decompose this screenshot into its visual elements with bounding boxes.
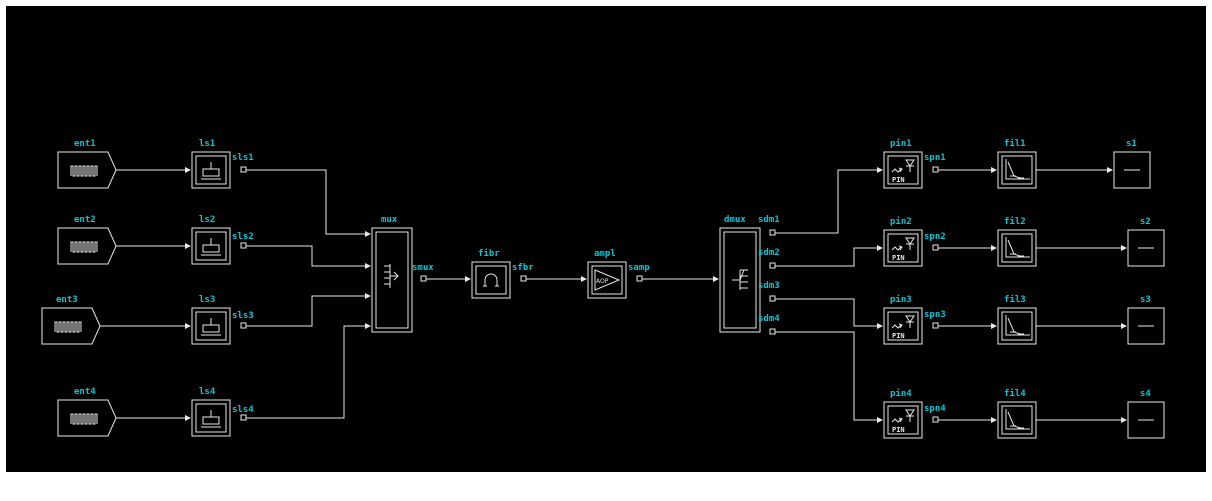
output-port[interactable] xyxy=(636,275,643,282)
demux-block[interactable]: dmux sdm1 sdm2 sdm3 sdm4 xyxy=(719,215,780,335)
filter-block-fil3[interactable]: fil3 xyxy=(997,294,1037,345)
sink-block-s3[interactable]: s3 xyxy=(1127,295,1165,345)
sink-label: s3 xyxy=(1140,295,1151,305)
source-block-ent3[interactable]: ent3 xyxy=(41,295,101,345)
source-label: ent3 xyxy=(56,295,78,305)
sink-label: s2 xyxy=(1140,217,1151,227)
photodiode-icon-text: PIN xyxy=(892,332,905,340)
output-port[interactable] xyxy=(932,416,939,423)
port-label: samp xyxy=(628,263,650,273)
port-label: sls2 xyxy=(232,232,254,242)
port-label: sdm3 xyxy=(758,281,780,291)
schematic-canvas: ent1 ent2 ent3 ent4 ls1 sls1 ls2 sls2 xyxy=(6,6,1206,472)
photodiode-block-pin3[interactable]: PIN pin3 spn3 xyxy=(883,294,946,345)
port-label: sls1 xyxy=(232,153,254,163)
laser-block-ls2[interactable]: ls2 sls2 xyxy=(191,215,254,265)
laser-block-ls3[interactable]: ls3 sls3 xyxy=(191,295,254,345)
sink-block-s2[interactable]: s2 xyxy=(1127,217,1165,267)
port-label: sls4 xyxy=(232,405,254,415)
laser-block-ls1[interactable]: ls1 sls1 xyxy=(191,139,254,189)
port-label: sls3 xyxy=(232,311,254,321)
laser-label: ls4 xyxy=(199,387,216,397)
photodiode-block-pin2[interactable]: PIN pin2 spn2 xyxy=(883,216,946,267)
sink-label: s4 xyxy=(1140,389,1151,399)
output-port[interactable] xyxy=(240,242,247,249)
photodiode-label: pin4 xyxy=(890,388,912,399)
sink-label: s1 xyxy=(1126,139,1137,149)
output-port[interactable] xyxy=(932,244,939,251)
port-label: spn2 xyxy=(924,232,946,242)
mux-block[interactable]: mux smux xyxy=(371,215,434,333)
photodiode-label: pin3 xyxy=(890,294,912,305)
output-port[interactable] xyxy=(240,414,247,421)
laser-label: ls1 xyxy=(199,139,215,149)
port-label: sdm1 xyxy=(758,215,780,225)
photodiode-icon-text: PIN xyxy=(892,176,905,184)
filter-label: fil3 xyxy=(1004,294,1026,305)
source-label: ent1 xyxy=(74,139,96,149)
output-port[interactable] xyxy=(420,275,427,282)
amplifier-label: ampl xyxy=(594,249,616,259)
port-label: sdm4 xyxy=(758,314,780,324)
output-port[interactable] xyxy=(240,322,247,329)
sink-block-s1[interactable]: s1 xyxy=(1113,139,1151,189)
fiber-label: fibr xyxy=(478,248,500,259)
output-port[interactable] xyxy=(769,229,776,236)
mux-label: mux xyxy=(381,215,398,225)
output-port[interactable] xyxy=(932,322,939,329)
port-label: spn1 xyxy=(924,153,946,163)
photodiode-block-pin1[interactable]: PIN pin1 spn1 xyxy=(883,138,946,189)
photodiode-icon-text: PIN xyxy=(892,254,905,262)
photodiode-block-pin4[interactable]: PIN pin4 spn4 xyxy=(883,388,946,439)
port-label: spn4 xyxy=(924,404,946,414)
output-port[interactable] xyxy=(769,328,776,335)
output-port[interactable] xyxy=(932,166,939,173)
output-port[interactable] xyxy=(520,275,527,282)
photodiode-icon-text: PIN xyxy=(892,426,905,434)
filter-block-fil1[interactable]: fil1 xyxy=(997,138,1037,189)
port-label: spn3 xyxy=(924,310,946,320)
output-port[interactable] xyxy=(240,166,247,173)
source-block-ent4[interactable]: ent4 xyxy=(57,387,117,437)
source-label: ent2 xyxy=(74,215,96,225)
amplifier-icon-text: AOP xyxy=(596,278,609,285)
fiber-block[interactable]: fibr sfbr xyxy=(471,248,534,299)
photodiode-label: pin1 xyxy=(890,138,912,149)
filter-label: fil2 xyxy=(1004,216,1026,227)
source-label: ent4 xyxy=(74,387,96,397)
source-block-ent2[interactable]: ent2 xyxy=(57,215,117,265)
filter-block-fil4[interactable]: fil4 xyxy=(997,388,1037,439)
filter-label: fil4 xyxy=(1004,388,1026,399)
filter-label: fil1 xyxy=(1004,138,1026,149)
laser-block-ls4[interactable]: ls4 sls4 xyxy=(191,387,254,437)
demux-label: dmux xyxy=(724,215,746,225)
laser-label: ls2 xyxy=(199,215,215,225)
port-label: sdm2 xyxy=(758,248,780,258)
output-port[interactable] xyxy=(769,262,776,269)
port-label: sfbr xyxy=(512,263,534,273)
filter-block-fil2[interactable]: fil2 xyxy=(997,216,1037,267)
sink-block-s4[interactable]: s4 xyxy=(1127,389,1165,439)
laser-label: ls3 xyxy=(199,295,215,305)
port-label: smux xyxy=(412,263,434,273)
source-block-ent1[interactable]: ent1 xyxy=(57,139,117,189)
amplifier-block[interactable]: AOP ampl samp xyxy=(587,249,650,299)
photodiode-label: pin2 xyxy=(890,216,912,227)
output-port[interactable] xyxy=(769,295,776,302)
block-diagram: ent1 ent2 ent3 ent4 ls1 sls1 ls2 sls2 xyxy=(41,138,1165,439)
